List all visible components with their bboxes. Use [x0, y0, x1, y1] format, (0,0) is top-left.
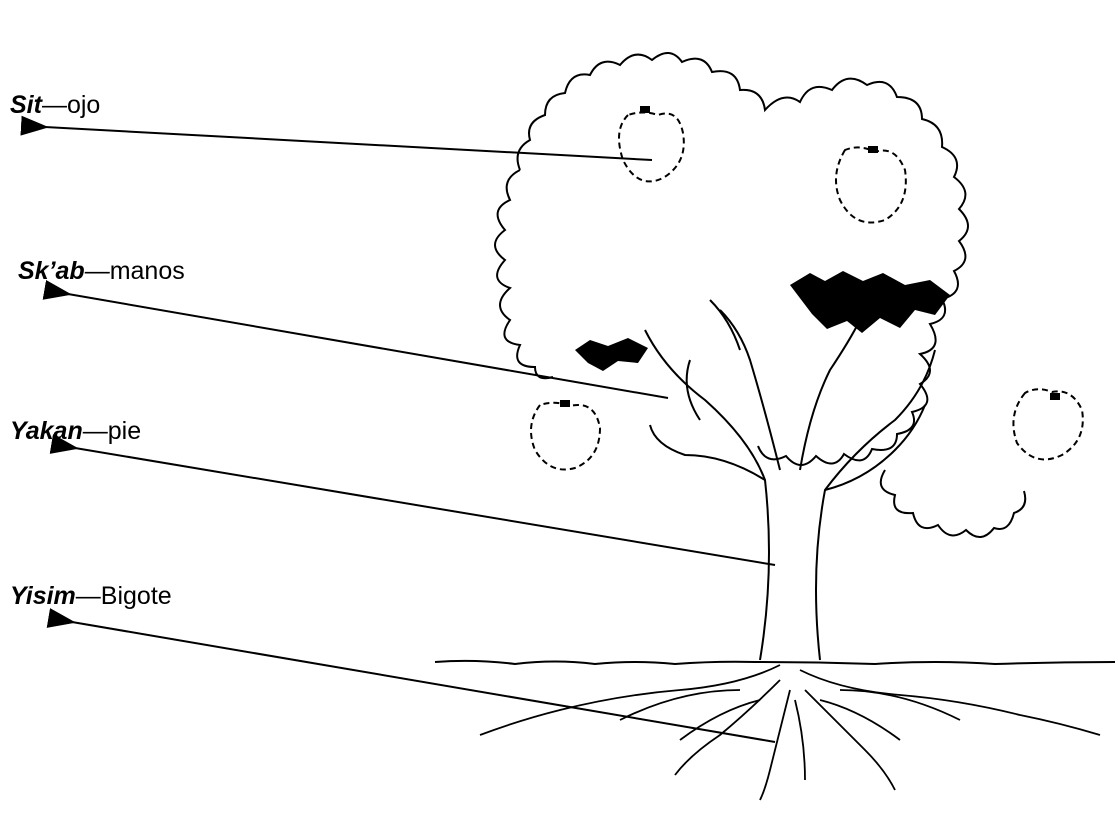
arrow-yakan [75, 448, 775, 565]
label-sit: Sit—ojo [10, 93, 100, 118]
meaning-text: manos [110, 257, 185, 285]
leader-arrows [45, 127, 775, 742]
term-text: Sit [10, 91, 42, 119]
meaning-text: ojo [67, 91, 100, 119]
trunk-and-branches [645, 300, 935, 660]
arrow-skab [68, 294, 668, 398]
arrow-yisim [72, 622, 775, 742]
term-text: Yisim [10, 582, 76, 610]
ground-line [435, 661, 1115, 664]
meaning-text: Bigote [101, 582, 172, 610]
term-text: Sk’ab [18, 257, 85, 285]
foliage-clusters [575, 271, 950, 371]
label-yisim: Yisim—Bigote [10, 584, 172, 609]
meaning-text: pie [108, 417, 141, 445]
arrow-sit [45, 127, 652, 160]
roots [480, 665, 1100, 800]
label-skab: Sk’ab—manos [18, 259, 185, 284]
term-text: Yakan [10, 417, 83, 445]
label-yakan: Yakan—pie [10, 419, 141, 444]
